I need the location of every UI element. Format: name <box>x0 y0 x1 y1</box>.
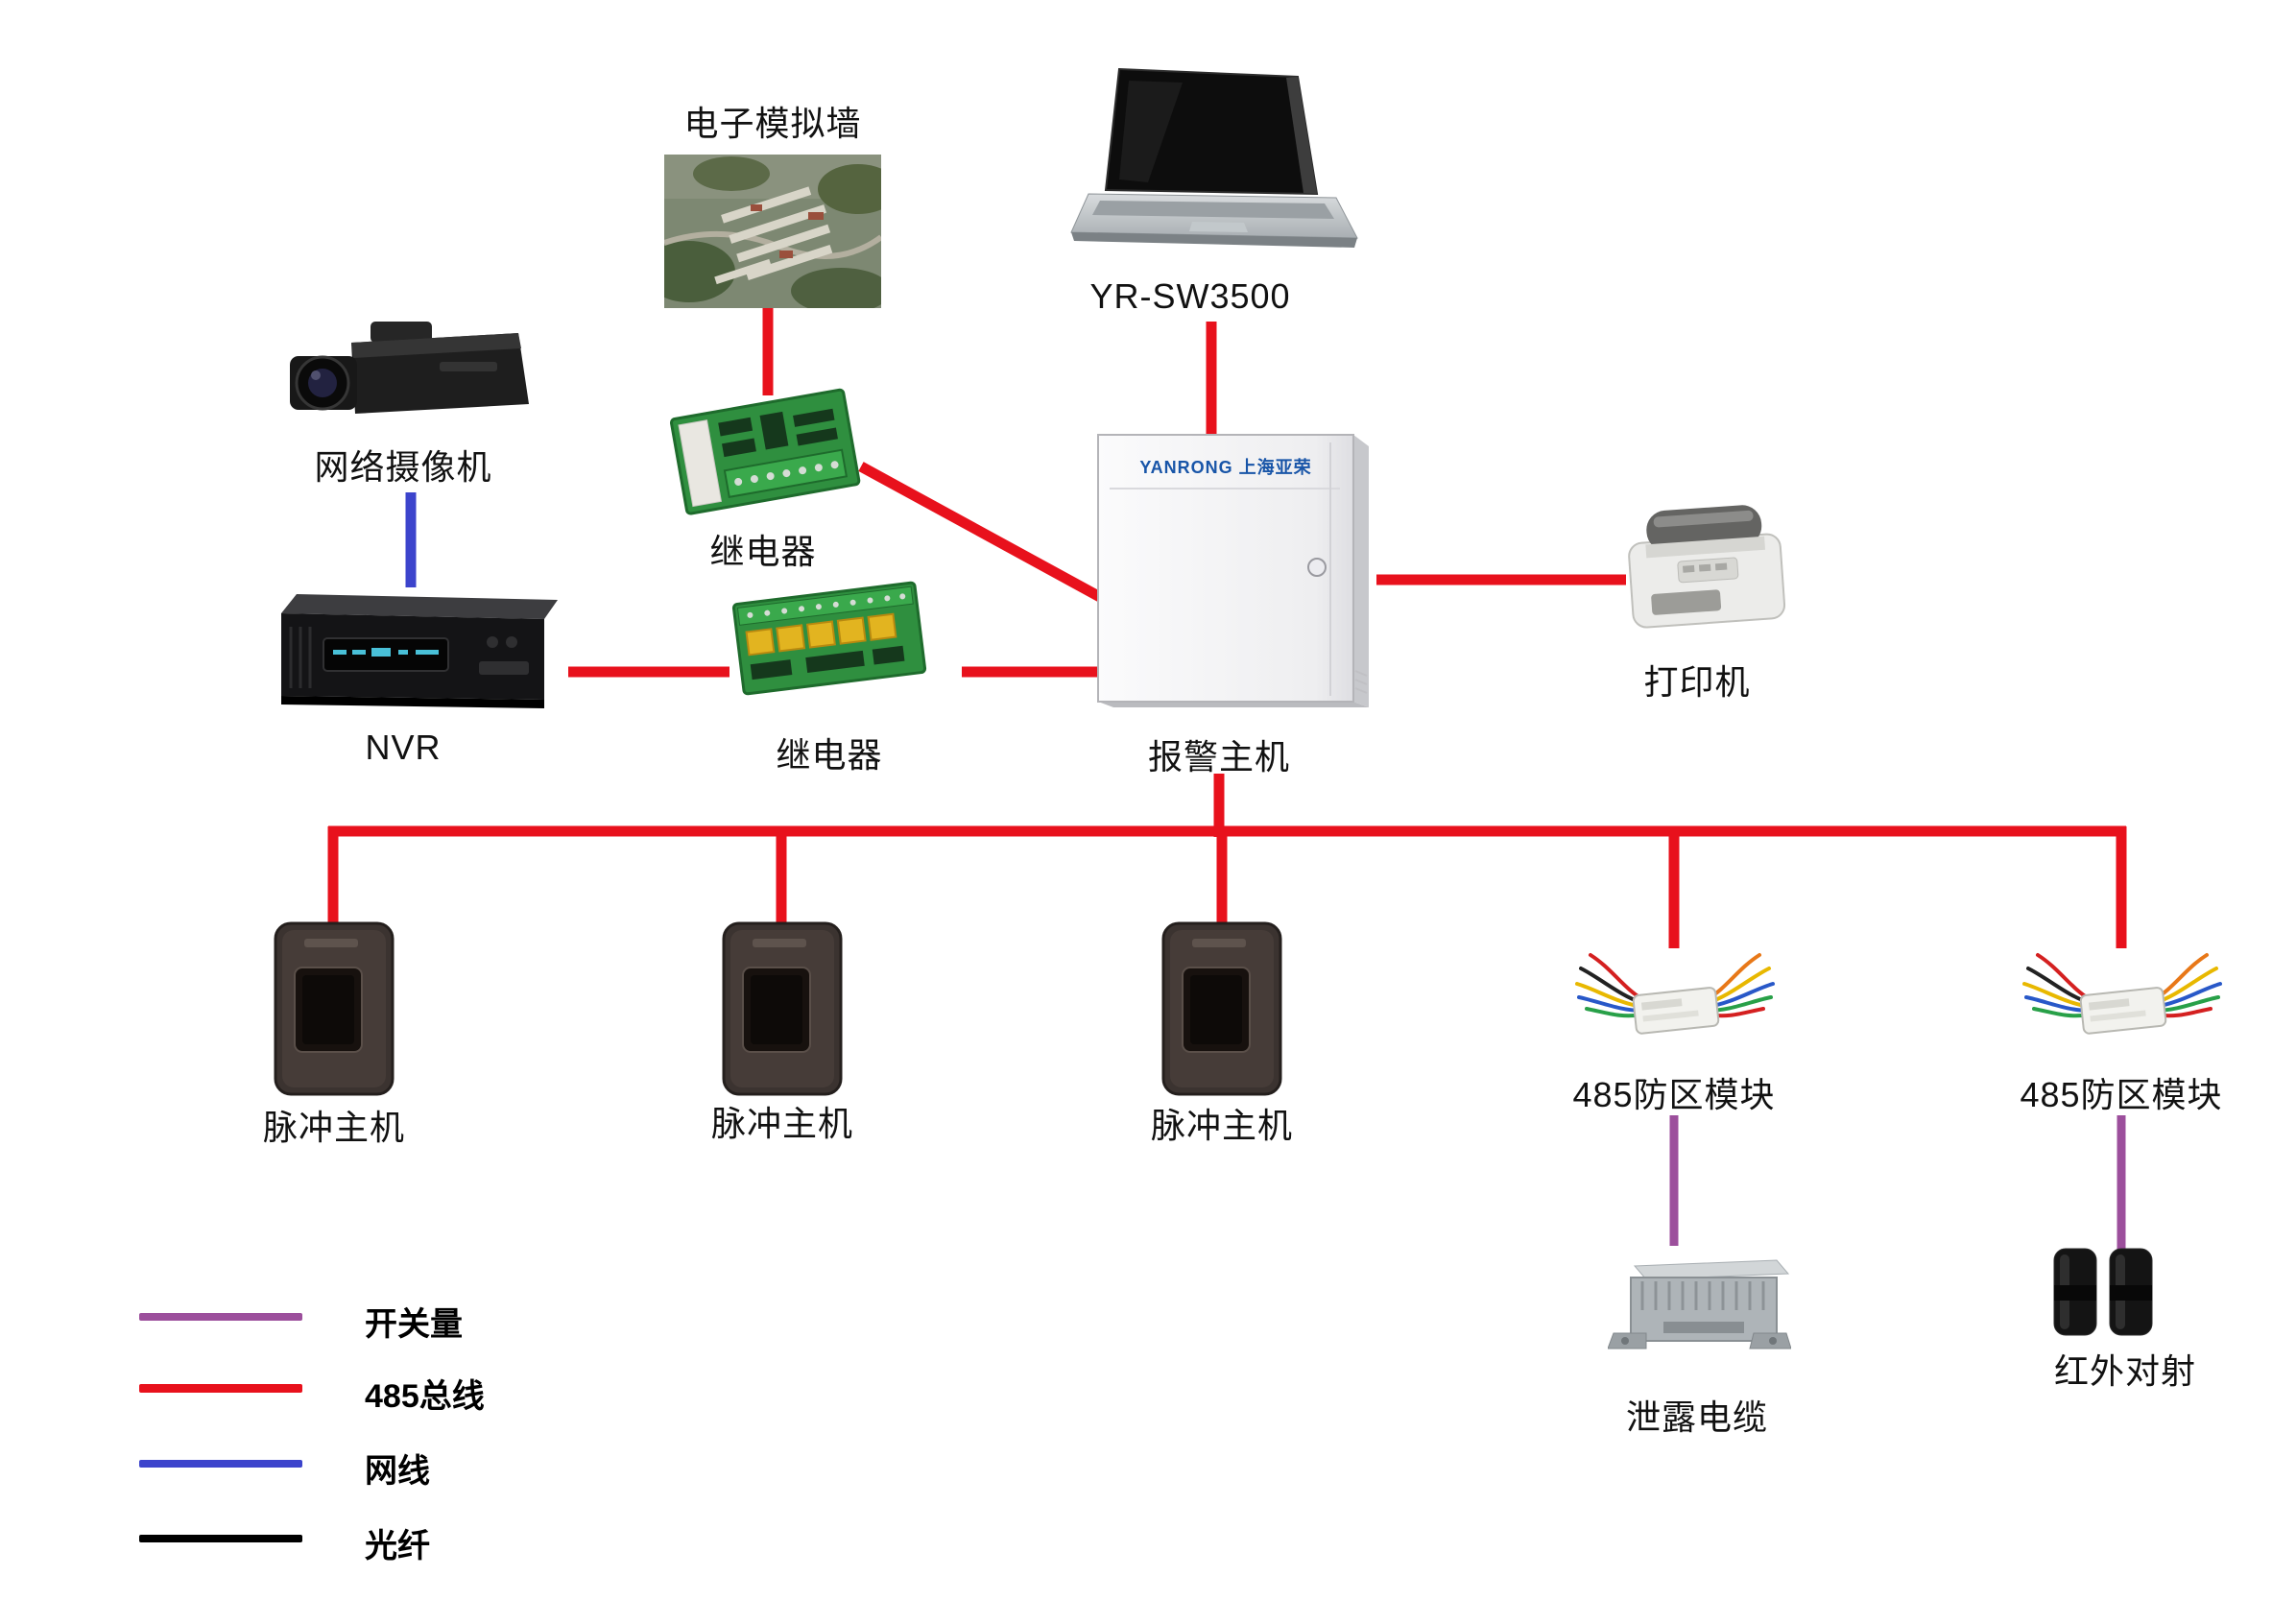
pulse-host-1-image <box>274 921 395 1096</box>
legend-line-485 <box>139 1384 302 1393</box>
label-ir-beam: 红外对射 <box>2053 1351 2197 1391</box>
legend-label-switch: 开关量 <box>365 1306 463 1343</box>
legend-label-network: 网线 <box>365 1453 430 1490</box>
legend-line-switch <box>139 1313 302 1321</box>
camera-device <box>286 320 529 433</box>
relay-bottom-image <box>731 581 927 696</box>
label-pulse-3: 脉冲主机 <box>1150 1106 1294 1145</box>
alarm-host-brand: YANRONG 上海亚荣 <box>1139 458 1312 477</box>
laptop-device <box>1069 67 1367 274</box>
label-module-1: 485防区模块 <box>1572 1075 1776 1114</box>
label-sim-wall: 电子模拟墙 <box>683 104 862 143</box>
label-pulse-1: 脉冲主机 <box>262 1108 406 1147</box>
legend-line-fiber <box>139 1535 302 1542</box>
zone-module-2-device <box>2019 940 2224 1050</box>
nvr-device <box>264 585 558 720</box>
printer-device <box>1622 496 1791 634</box>
alarm-host-image <box>1097 434 1369 707</box>
label-relay-top: 继电器 <box>709 532 817 571</box>
pulse-host-2-image <box>722 921 843 1096</box>
printer-image <box>1628 505 1786 629</box>
label-printer: 打印机 <box>1643 662 1751 702</box>
alarm-host-device: YANRONG 上海亚荣 <box>1094 433 1373 707</box>
label-module-2: 485防区模块 <box>2020 1075 2223 1114</box>
label-camera: 网络摄像机 <box>314 447 492 487</box>
zone-module-1-device <box>1571 940 1777 1050</box>
nvr-image <box>281 594 558 708</box>
zone-module-2-image <box>2022 953 2222 1035</box>
camera-image <box>290 322 529 414</box>
label-alarm-host: 报警主机 <box>1147 737 1291 776</box>
pulse-host-3-device <box>1160 921 1284 1098</box>
label-nvr: NVR <box>365 728 442 767</box>
ir-beam-image <box>2053 1248 2153 1336</box>
label-leak-cable: 泄露电缆 <box>1625 1397 1769 1437</box>
leak-cable-device <box>1608 1241 1791 1366</box>
sim-wall-image <box>664 155 881 308</box>
legend-line-network <box>139 1460 302 1468</box>
label-pulse-2: 脉冲主机 <box>710 1104 854 1143</box>
label-laptop: YR-SW3500 <box>1089 276 1291 316</box>
label-relay-bottom: 继电器 <box>776 735 883 775</box>
relay-bottom-device <box>727 576 932 702</box>
sim-wall-device <box>664 155 881 308</box>
leak-cable-image <box>1608 1259 1791 1349</box>
relay-top-image <box>669 388 861 515</box>
legend-label-fiber: 光纤 <box>365 1528 430 1564</box>
pulse-host-2-device <box>720 921 845 1098</box>
ir-beam-device <box>2048 1245 2159 1339</box>
relay-top-device <box>660 385 867 517</box>
pulse-host-1-device <box>272 921 396 1098</box>
zone-module-1-image <box>1575 953 1775 1035</box>
pulse-host-3-image <box>1161 921 1282 1096</box>
laptop-image <box>1070 67 1358 248</box>
legend-label-485: 485总线 <box>365 1378 485 1415</box>
